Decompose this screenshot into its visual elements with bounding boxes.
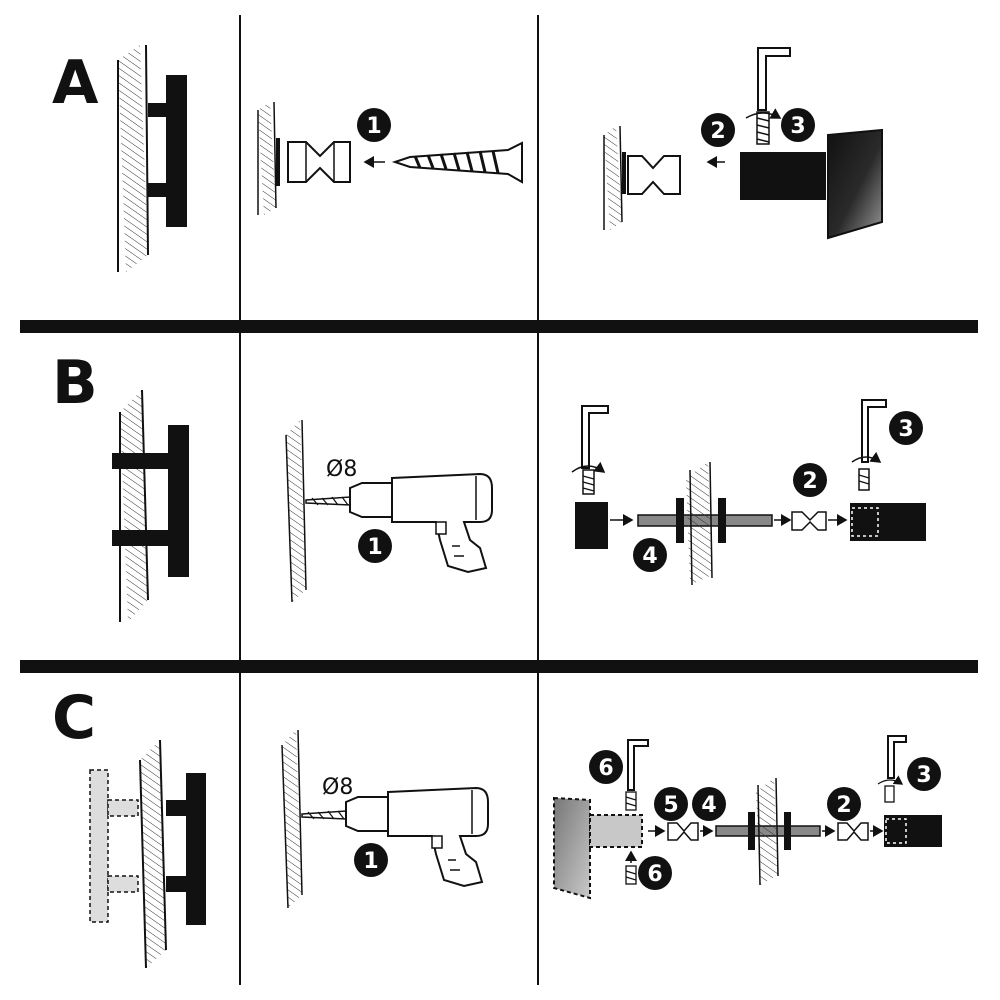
row-b-overview (112, 389, 189, 622)
spacer-icon (627, 155, 681, 195)
step-badge (781, 108, 815, 142)
hex-key-icon (757, 47, 791, 111)
hex-key-icon (887, 735, 907, 779)
handle-block (850, 503, 926, 541)
step-number: 6 (598, 756, 613, 781)
row-b: B Ø8 1 (52, 348, 926, 622)
drill-icon (305, 472, 493, 574)
handle-block (575, 502, 608, 549)
row-c-step2: 6 5 4 2 3 6 (553, 735, 942, 900)
handle-block (740, 152, 826, 200)
step-number: 3 (916, 763, 931, 788)
step-badge (358, 529, 392, 563)
handle-bar (186, 773, 206, 925)
wall-hatch-icon (257, 101, 280, 215)
row-letter-b: B (52, 348, 98, 418)
step-number: 3 (898, 417, 913, 442)
step-badge (633, 538, 667, 572)
step-badge (638, 856, 672, 890)
handle-bar (168, 425, 189, 577)
row-c-step1: Ø8 1 (281, 729, 489, 909)
step-badge (907, 757, 941, 791)
step-number: 6 (647, 862, 662, 887)
grid-lines (20, 15, 978, 985)
hex-key-icon (581, 405, 609, 469)
screw-icon (391, 141, 523, 184)
drill-diameter-label: Ø8 (322, 775, 353, 800)
handle-bar (166, 75, 187, 227)
grub-screw-icon (571, 461, 606, 495)
step-number: 4 (701, 793, 716, 818)
handle-block-ghost (589, 814, 643, 848)
drill-diameter-label: Ø8 (326, 457, 357, 482)
row-a-step2: 2 3 (603, 47, 883, 240)
spacer-icon (287, 141, 351, 183)
drill-icon (301, 786, 489, 888)
handle-block (884, 815, 942, 847)
step-number: 4 (642, 544, 657, 569)
hex-key-icon (861, 399, 887, 463)
step-badge (793, 463, 827, 497)
row-letter-a: A (52, 48, 99, 118)
row-a-step1: 1 (257, 101, 523, 215)
spacer-icon (837, 822, 869, 841)
step-badge (889, 411, 923, 445)
row-letter-c: C (52, 683, 96, 753)
glass-panel (827, 128, 883, 240)
step-number: 2 (836, 793, 851, 818)
step-number: 1 (363, 849, 378, 874)
step-number: 5 (663, 793, 678, 818)
step-number: 3 (790, 114, 805, 139)
step-badge (692, 787, 726, 821)
row-a-overview (117, 44, 187, 272)
step-badge (354, 843, 388, 877)
step-number: 1 (366, 114, 381, 139)
step-badge (701, 113, 735, 147)
spacer-icon (791, 511, 827, 531)
step-number: 2 (802, 469, 817, 494)
step-badge (827, 787, 861, 821)
row-a: A (52, 44, 883, 272)
glass-panel (553, 796, 591, 900)
step-number: 2 (710, 119, 725, 144)
step-badge (357, 108, 391, 142)
row-b-step1: Ø8 1 (285, 419, 493, 603)
step-badge (654, 787, 688, 821)
spacer-icon (667, 822, 699, 841)
step-number: 1 (367, 535, 382, 560)
row-c-overview (89, 739, 206, 969)
grub-screw-icon (745, 108, 782, 145)
row-b-step2: 2 3 4 (571, 399, 926, 586)
grub-screw-icon (625, 865, 637, 885)
hex-key-icon (627, 739, 649, 791)
row-c: C Ø8 (52, 683, 942, 969)
step-badge (589, 750, 623, 784)
